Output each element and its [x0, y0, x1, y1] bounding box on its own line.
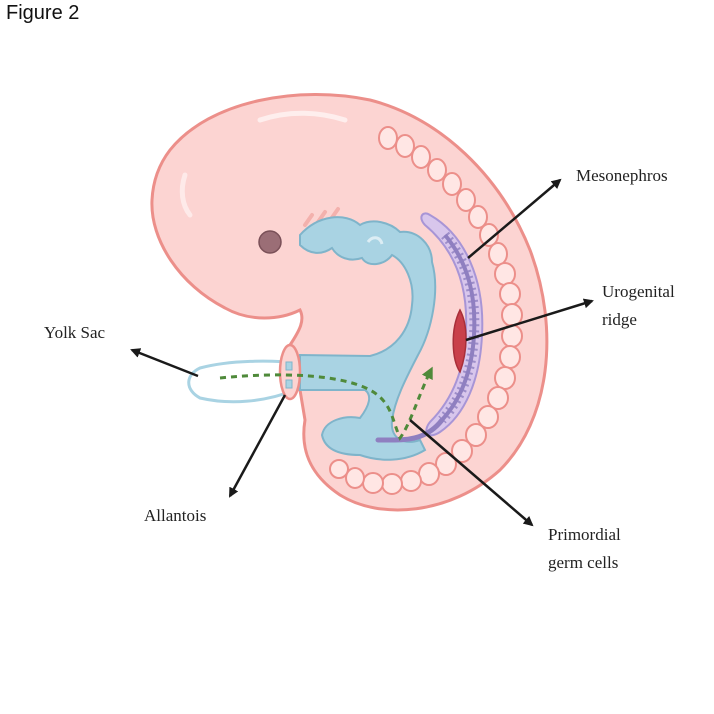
yolk-sac-arrow: [130, 348, 199, 378]
germ-cells-arrow: [409, 419, 534, 527]
urogenital-ridge: [452, 308, 467, 374]
mesonephros-arrow: [467, 178, 562, 259]
urogenital-label-line2: ridge: [602, 310, 637, 329]
mesonephros-label: Mesonephros: [576, 166, 668, 185]
figure-title: Figure 2: [6, 2, 80, 24]
germ-cells-label-line2: germ cells: [548, 553, 618, 572]
gut-tube: [299, 216, 437, 461]
umbilical-stalk: [278, 343, 302, 401]
eye-spot: [258, 230, 282, 254]
mesonephros: [375, 212, 484, 443]
allantois-arrow: [228, 394, 287, 498]
urogenital-label-line1: Urogenital: [602, 282, 675, 301]
urogenital-ridge-arrow: [465, 298, 594, 342]
germ-cell-migration-path: [219, 366, 433, 441]
somites: [329, 126, 523, 495]
yolk-sac-label: Yolk Sac: [44, 323, 106, 342]
yolk-sac-outline: [187, 359, 301, 404]
germ-cells-label-line1: Primordial: [548, 525, 621, 544]
allantois-label: Allantois: [144, 506, 206, 525]
